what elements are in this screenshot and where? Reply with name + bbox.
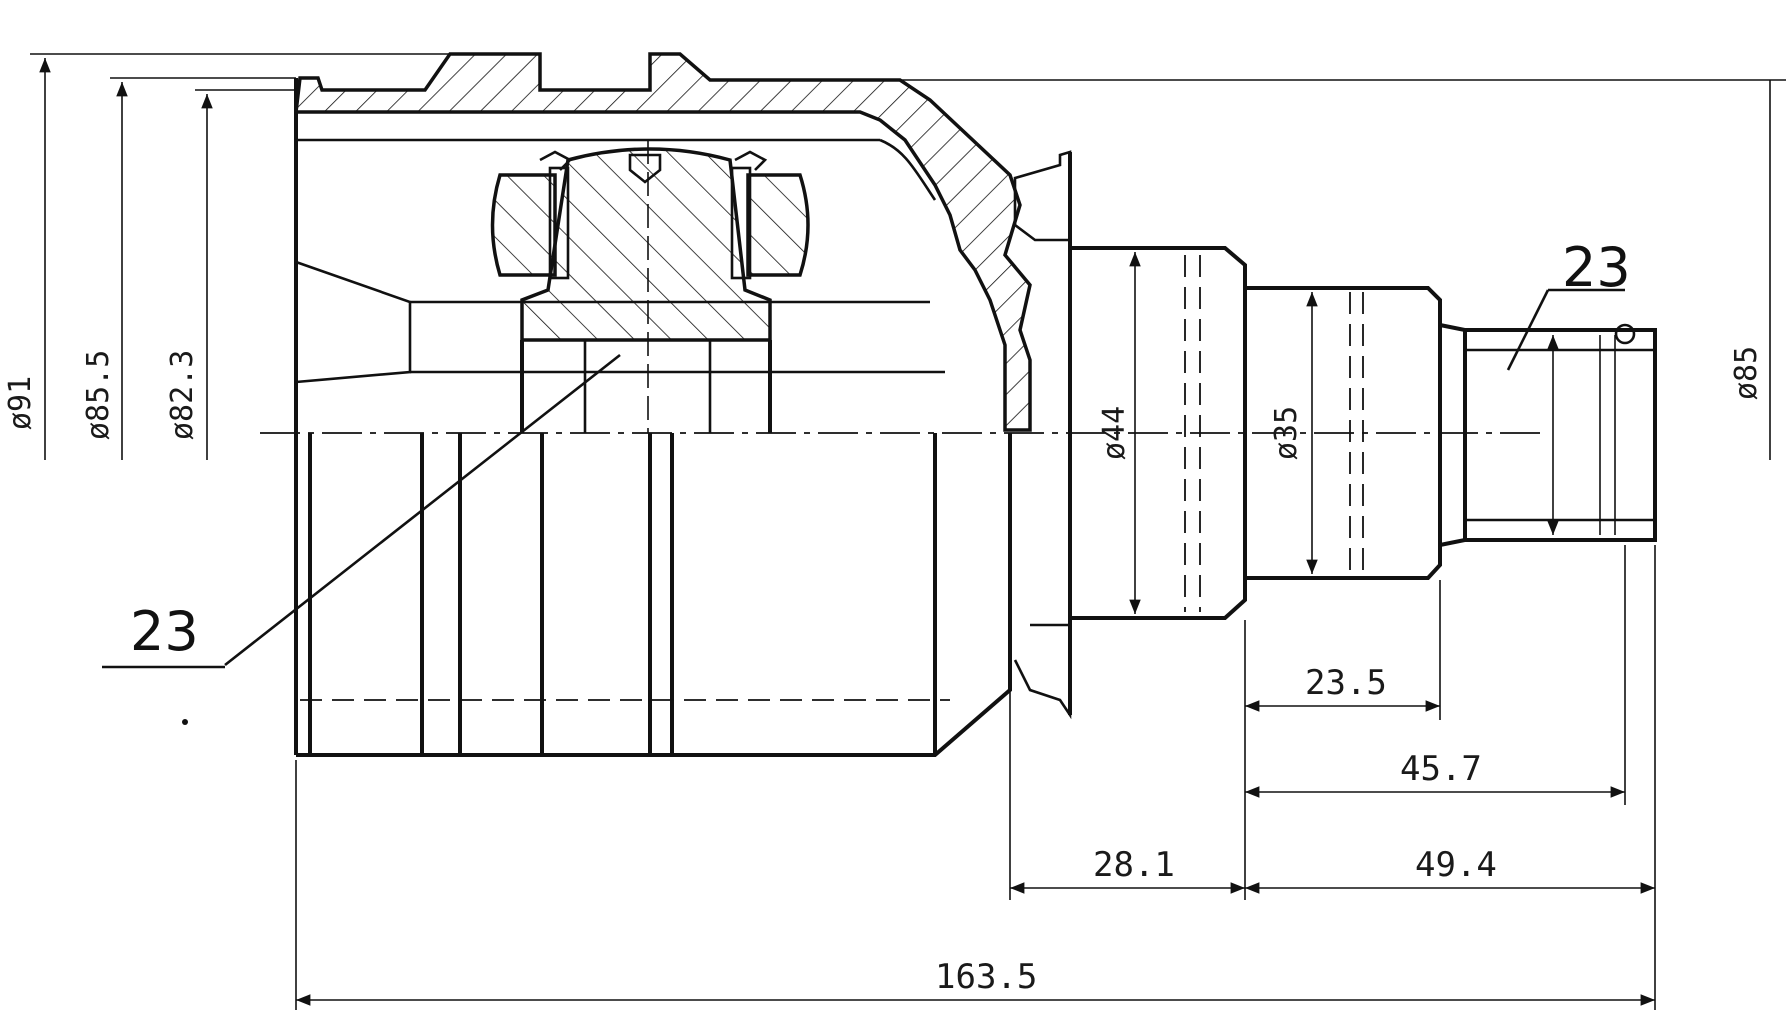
left-roller xyxy=(490,173,557,277)
callout-left-label: 23 xyxy=(130,600,199,663)
callout-right: 23 xyxy=(1506,236,1631,371)
dim-d91: ø91 xyxy=(3,376,38,430)
left-diameter-dimensions: ø91 ø85.5 ø82.3 xyxy=(3,53,450,460)
housing-wall-hatched xyxy=(294,52,1032,432)
tripod-spider xyxy=(490,140,810,433)
shaft-diameter-dimensions: ø44 ø35 ø85 xyxy=(900,79,1786,614)
callout-left: 23 xyxy=(102,353,621,669)
stray-dot xyxy=(182,719,188,725)
dim-d35: ø35 xyxy=(1269,406,1304,460)
dim-d85-5: ø85.5 xyxy=(81,350,116,440)
dim-d44: ø44 xyxy=(1097,406,1132,460)
dim-45-7: 45.7 xyxy=(1400,749,1482,789)
dim-49-4: 49.4 xyxy=(1415,845,1497,885)
shaft-stub xyxy=(1070,246,1657,620)
tripod-trunnion xyxy=(520,147,772,342)
dim-d82-3: ø82.3 xyxy=(165,350,200,440)
dim-23-5: 23.5 xyxy=(1305,663,1387,703)
dim-28-1: 28.1 xyxy=(1093,845,1175,885)
callout-right-label: 23 xyxy=(1562,236,1631,299)
dim-d85: ø85 xyxy=(1729,346,1764,400)
length-dimensions: 23.5 45.7 28.1 49.4 163.5 xyxy=(295,545,1656,1010)
right-roller xyxy=(746,173,810,277)
housing-section xyxy=(294,52,1032,757)
dim-163-5: 163.5 xyxy=(935,957,1037,997)
dust-shield xyxy=(1013,150,1072,720)
